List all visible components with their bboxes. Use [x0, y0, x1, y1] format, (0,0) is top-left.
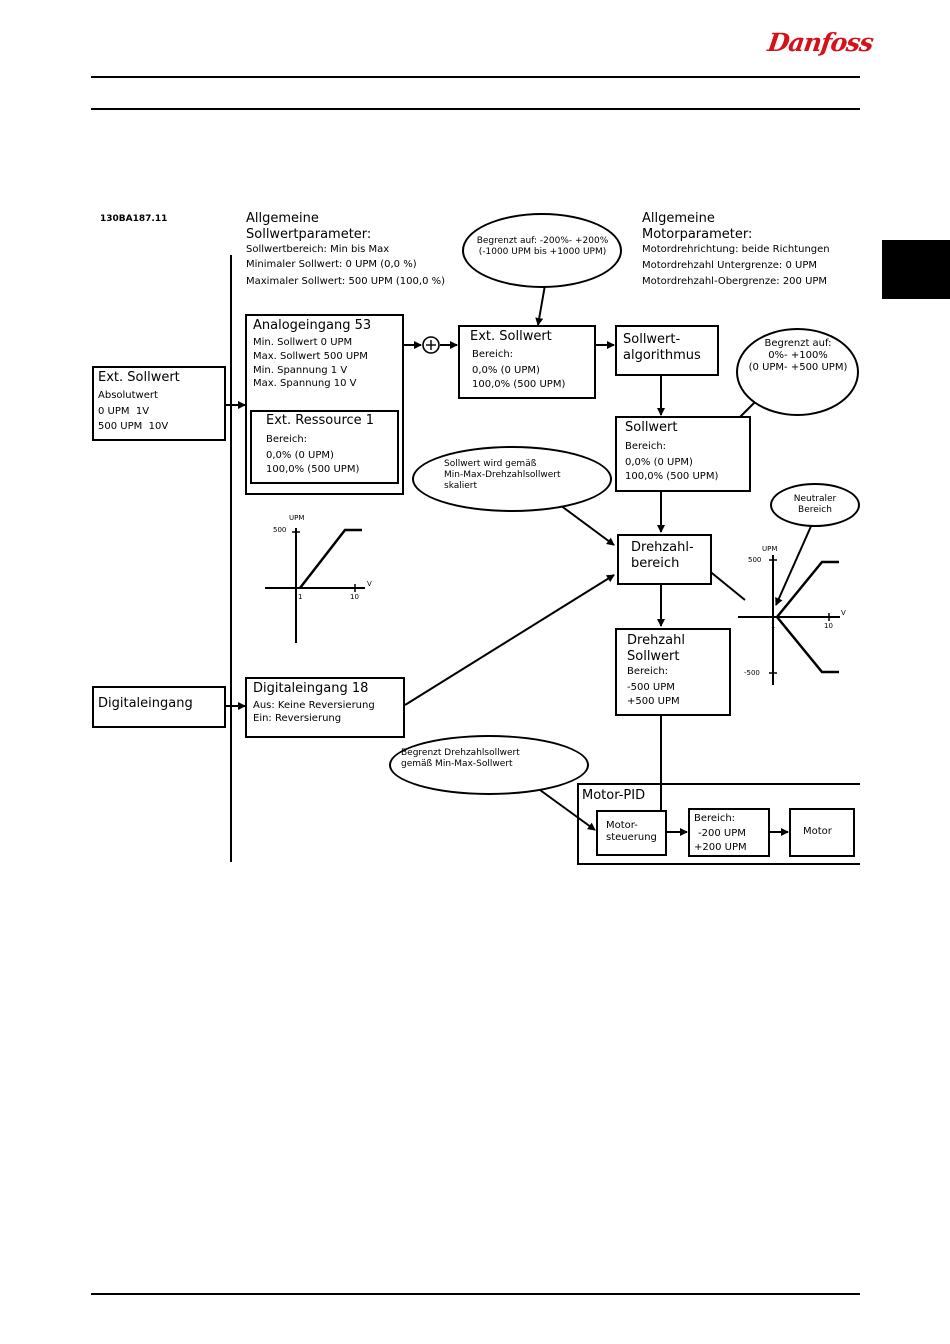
digital-input-box: Digitaleingang: [92, 686, 226, 728]
analog-input-title: Analogeingang 53: [253, 318, 372, 333]
digital-input-18-line: Aus: Keine Reversierung: [253, 700, 375, 711]
ext-sollwert-input-line: 500 UPM 10V: [98, 421, 169, 432]
limit-top-bubble: Begrenzt auf: -200%- +200% (-1000 UPM bi…: [462, 213, 622, 288]
ext-sollwert-block-title: Ext. Sollwert: [470, 329, 552, 344]
algorithm-block-title: Sollwert- algorithmus: [623, 332, 701, 363]
graph-left-x-tick: 10: [350, 593, 359, 601]
speed-setpoint-line: +500 UPM: [627, 696, 680, 707]
general-setpoint-line: Sollwertbereich: Min bis Max: [246, 244, 390, 255]
graph-right-x-label: V: [841, 609, 846, 617]
chapter-tab: [882, 240, 950, 299]
analog-input-line: Max. Sollwert 500 UPM: [253, 351, 368, 362]
pid-range-line: +200 UPM: [694, 842, 747, 853]
ext-resource-title: Ext. Ressource 1: [266, 413, 375, 428]
graph-left-x-label: V: [367, 580, 372, 588]
motor-control-block: Motor- steuerung: [596, 810, 667, 856]
scaled-bubble: Sollwert wird gemäß Min-Max-Drehzahlsoll…: [412, 446, 612, 512]
graph-right-x-tick: 10: [824, 622, 833, 630]
header-rule-top: [91, 76, 860, 78]
sollwert-block-line: Bereich:: [625, 441, 667, 452]
graph-right-y-tick: 500: [748, 556, 762, 564]
motor-pid-title: Motor-PID: [582, 788, 646, 803]
speed-range-block: Drehzahl- bereich: [617, 534, 712, 585]
graph-right-axes: [738, 555, 840, 685]
pid-range-line: Bereich:: [694, 813, 736, 824]
pid-range-block: Bereich: -200 UPM +200 UPM: [688, 808, 770, 857]
digital-input-18-box: Digitaleingang 18 Aus: Keine Reversierun…: [245, 677, 405, 738]
digital-input-title: Digitaleingang: [98, 696, 193, 711]
neutral-bubble: Neutraler Bereich: [770, 483, 860, 527]
motor-block: Motor: [789, 808, 855, 857]
speed-setpoint-block: Drehzahl Sollwert Bereich: -500 UPM +500…: [615, 628, 731, 716]
ext-sollwert-block: Ext. Sollwert Bereich: 0,0% (0 UPM) 100,…: [458, 325, 596, 399]
speed-setpoint-line: -500 UPM: [627, 682, 675, 693]
neutral-text: Neutraler Bereich: [793, 494, 837, 515]
analog-input-line: Max. Spannung 10 V: [253, 378, 357, 389]
graph-left-axes: [265, 528, 365, 643]
graph-left-x-tick: 1: [298, 593, 303, 601]
ext-sollwert-input-box: Ext. Sollwert Absolutwert 0 UPM 1V 500 U…: [92, 366, 226, 441]
graph-left-y-label: UPM: [289, 514, 305, 522]
diagram-id: 130BA187.11: [100, 214, 168, 224]
digital-input-18-line: Ein: Reversierung: [253, 713, 342, 724]
ext-sollwert-input-line: Absolutwert: [98, 390, 158, 401]
general-motor-title: Allgemeine Motorparameter:: [642, 211, 753, 242]
ext-resource-line: Bereich:: [266, 434, 308, 445]
speed-range-title: Drehzahl- bereich: [631, 540, 694, 571]
scaled-text: Sollwert wird gemäß Min-Max-Drehzahlsoll…: [444, 459, 561, 491]
sollwert-block: Sollwert Bereich: 0,0% (0 UPM) 100,0% (5…: [615, 416, 751, 492]
ext-sollwert-block-line: 100,0% (500 UPM): [472, 379, 566, 390]
algorithm-block: Sollwert- algorithmus: [615, 325, 719, 376]
ext-sollwert-input-title: Ext. Sollwert: [98, 370, 180, 385]
general-motor-line: Motordrehzahl Untergrenze: 0 UPM: [642, 260, 817, 271]
speed-setpoint-title: Drehzahl Sollwert: [627, 633, 685, 664]
general-motor-line: Motordrehrichtung: beide Richtungen: [642, 244, 830, 255]
limit-bottom-text: Begrenzt Drehzahlsollwert gemäß Min-Max-…: [401, 748, 520, 769]
footer-rule: [91, 1293, 860, 1295]
limit-right-text: Begrenzt auf: 0%- +100% (0 UPM- +500 UPM…: [748, 338, 848, 373]
sollwert-block-title: Sollwert: [625, 420, 678, 435]
ext-resource-line: 0,0% (0 UPM): [266, 450, 334, 461]
ext-resource-box: Ext. Ressource 1 Bereich: 0,0% (0 UPM) 1…: [250, 410, 399, 484]
general-setpoint-line: Minimaler Sollwert: 0 UPM (0,0 %): [246, 259, 417, 270]
motor-control-title: Motor- steuerung: [606, 820, 657, 843]
analog-input-line: Min. Spannung 1 V: [253, 365, 348, 376]
graph-right-x-tick: 1: [771, 622, 776, 630]
limit-top-text: Begrenzt auf: -200%- +200% (-1000 UPM bi…: [476, 236, 609, 257]
ext-sollwert-input-line: 0 UPM 1V: [98, 406, 150, 417]
digital-input-18-title: Digitaleingang 18: [253, 681, 369, 696]
ext-sollwert-block-line: 0,0% (0 UPM): [472, 365, 540, 376]
graph-left-y-tick: 500: [273, 526, 287, 534]
general-motor-line: Motordrehzahl-Obergrenze: 200 UPM: [642, 276, 828, 287]
graph-right-y-label: UPM: [762, 545, 778, 553]
limit-bottom-bubble: Begrenzt Drehzahlsollwert gemäß Min-Max-…: [389, 735, 589, 795]
pid-range-line: -200 UPM: [698, 828, 746, 839]
sollwert-block-line: 0,0% (0 UPM): [625, 457, 693, 468]
graph-right-y-tick: -500: [744, 669, 760, 677]
limit-right-bubble: Begrenzt auf: 0%- +100% (0 UPM- +500 UPM…: [736, 328, 859, 416]
ext-sollwert-block-line: Bereich:: [472, 349, 514, 360]
ext-resource-line: 100,0% (500 UPM): [266, 464, 360, 475]
general-setpoint-title: Allgemeine Sollwertparameter:: [246, 211, 372, 242]
header-rule-bottom: [91, 108, 860, 110]
speed-setpoint-line: Bereich:: [627, 666, 669, 677]
sollwert-block-line: 100,0% (500 UPM): [625, 471, 719, 482]
analog-input-line: Min. Sollwert 0 UPM: [253, 337, 353, 348]
general-setpoint-line: Maximaler Sollwert: 500 UPM (100,0 %): [246, 276, 446, 287]
motor-block-title: Motor: [803, 826, 832, 837]
